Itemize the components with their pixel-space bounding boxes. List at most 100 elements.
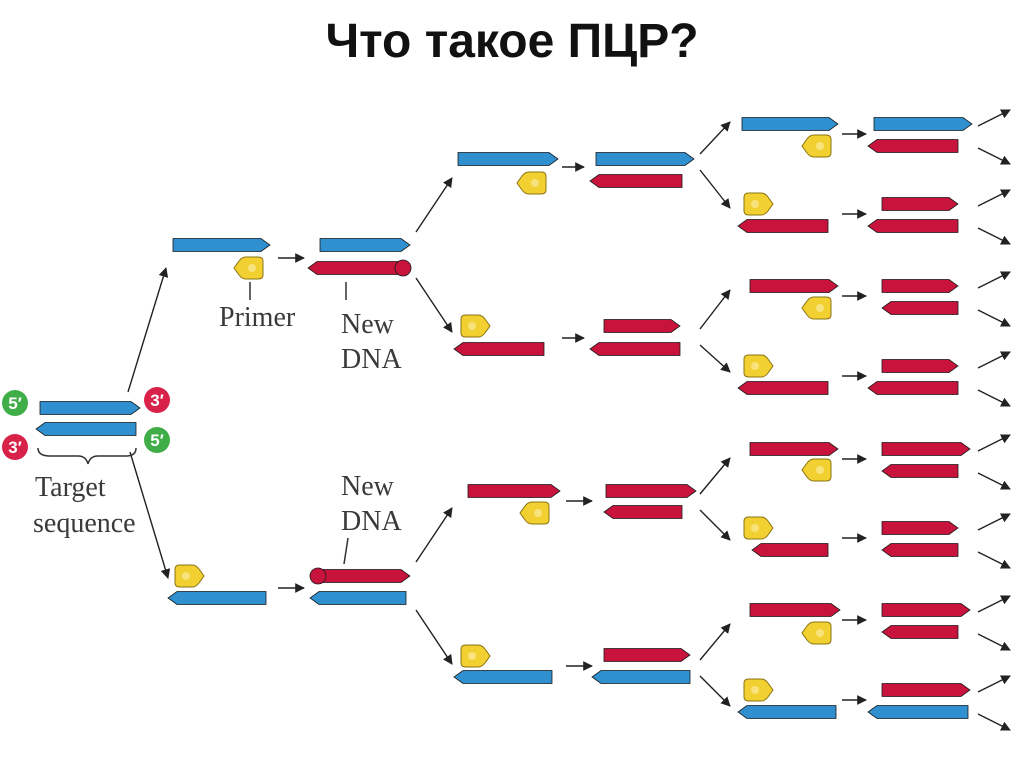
flow-arrow xyxy=(129,451,171,579)
new-strand xyxy=(589,174,683,188)
template-strand xyxy=(873,117,973,131)
flow-arrow xyxy=(977,309,1011,327)
new-strand xyxy=(307,261,406,275)
new-strand xyxy=(881,464,959,478)
flow-arrow xyxy=(977,271,1011,289)
primer-icon xyxy=(174,564,205,588)
new-strand xyxy=(881,197,959,211)
primer-icon xyxy=(516,171,547,195)
target-label-line1: Target xyxy=(35,472,106,503)
flow-arrow xyxy=(699,344,731,373)
primer-label: Primer xyxy=(219,302,296,333)
flow-arrow xyxy=(977,351,1011,369)
primer-icon xyxy=(801,296,832,320)
flow-arrow xyxy=(977,227,1011,245)
primer-icon xyxy=(801,621,832,645)
template-strand xyxy=(172,238,271,252)
new-strand xyxy=(737,381,829,395)
primer-icon xyxy=(743,192,774,216)
template-strand xyxy=(741,117,839,131)
three-prime-end-marker: 3′ xyxy=(2,434,28,460)
template-strand xyxy=(867,705,969,719)
strand-end-knob xyxy=(309,567,327,585)
template-strand xyxy=(453,670,553,684)
flow-arrow xyxy=(977,675,1011,693)
template-strand xyxy=(737,705,837,719)
new-strand xyxy=(315,569,411,583)
three-prime-end-marker: 3′ xyxy=(144,387,170,413)
flow-arrow xyxy=(977,389,1011,407)
new-strand xyxy=(453,342,545,356)
new-dna-label-line2: DNA xyxy=(341,506,402,537)
flow-arrow xyxy=(415,177,453,233)
new-strand xyxy=(749,279,839,293)
new-strand xyxy=(881,279,959,293)
template-strand xyxy=(595,152,695,166)
new-strand xyxy=(467,484,561,498)
new-strand xyxy=(603,319,681,333)
five-prime-end-marker: 5′ xyxy=(2,390,28,416)
template-strand xyxy=(457,152,559,166)
target-label-line2: sequence xyxy=(33,508,136,539)
five-prime-label: 5′ xyxy=(8,394,22,413)
primer-icon xyxy=(233,256,264,280)
flow-arrow xyxy=(699,623,731,661)
template-strand xyxy=(591,670,691,684)
primer-icon xyxy=(743,516,774,540)
new-strand xyxy=(881,603,971,617)
new-strand xyxy=(737,219,829,233)
flow-arrow xyxy=(977,147,1011,165)
five-prime-end-marker: 5′ xyxy=(144,427,170,453)
new-strand xyxy=(881,683,971,697)
strand-end-knob xyxy=(394,259,412,277)
new-strand xyxy=(751,543,829,557)
flow-arrow xyxy=(977,472,1011,490)
flow-arrow xyxy=(699,509,731,541)
new-strand xyxy=(867,381,959,395)
new-strand xyxy=(603,648,691,662)
new-strand xyxy=(749,603,841,617)
new-strand xyxy=(867,219,959,233)
target-brace xyxy=(37,447,137,465)
primer-icon xyxy=(801,134,832,158)
primer-icon xyxy=(743,354,774,378)
new-strand xyxy=(881,521,959,535)
three-prime-label: 3′ xyxy=(8,438,22,457)
flow-arrow xyxy=(415,507,453,563)
flow-arrow xyxy=(415,609,453,665)
new-strand xyxy=(881,625,959,639)
primer-icon xyxy=(743,678,774,702)
new-strand xyxy=(867,139,959,153)
new-strand xyxy=(749,442,839,456)
template-strand xyxy=(39,401,141,415)
template-strand xyxy=(309,591,407,605)
new-dna-pointer xyxy=(343,537,349,565)
five-prime-label: 5′ xyxy=(150,431,164,450)
new-dna-label-line1: New xyxy=(341,309,395,340)
flow-arrow xyxy=(977,595,1011,613)
flow-arrow xyxy=(415,277,453,333)
flow-arrow xyxy=(127,267,169,393)
flow-arrow xyxy=(699,289,731,330)
primer-icon xyxy=(519,501,550,525)
new-strand xyxy=(881,301,959,315)
flow-arrow xyxy=(977,513,1011,531)
slide-title: Что такое ПЦР? xyxy=(325,15,699,68)
new-strand xyxy=(603,505,683,519)
flow-arrow xyxy=(977,633,1011,651)
flow-arrow xyxy=(699,169,731,209)
new-strand xyxy=(605,484,697,498)
flow-arrow xyxy=(977,109,1011,127)
flow-arrow xyxy=(977,713,1011,731)
primer-icon xyxy=(460,644,491,668)
template-strand xyxy=(319,238,411,252)
flow-arrow xyxy=(699,675,731,707)
new-dna-label-line1: New xyxy=(341,471,395,502)
template-strand xyxy=(35,422,137,436)
flow-arrow xyxy=(977,551,1011,569)
template-strand xyxy=(167,591,267,605)
new-strand xyxy=(881,442,971,456)
new-strand xyxy=(881,543,959,557)
primer-icon xyxy=(460,314,491,338)
